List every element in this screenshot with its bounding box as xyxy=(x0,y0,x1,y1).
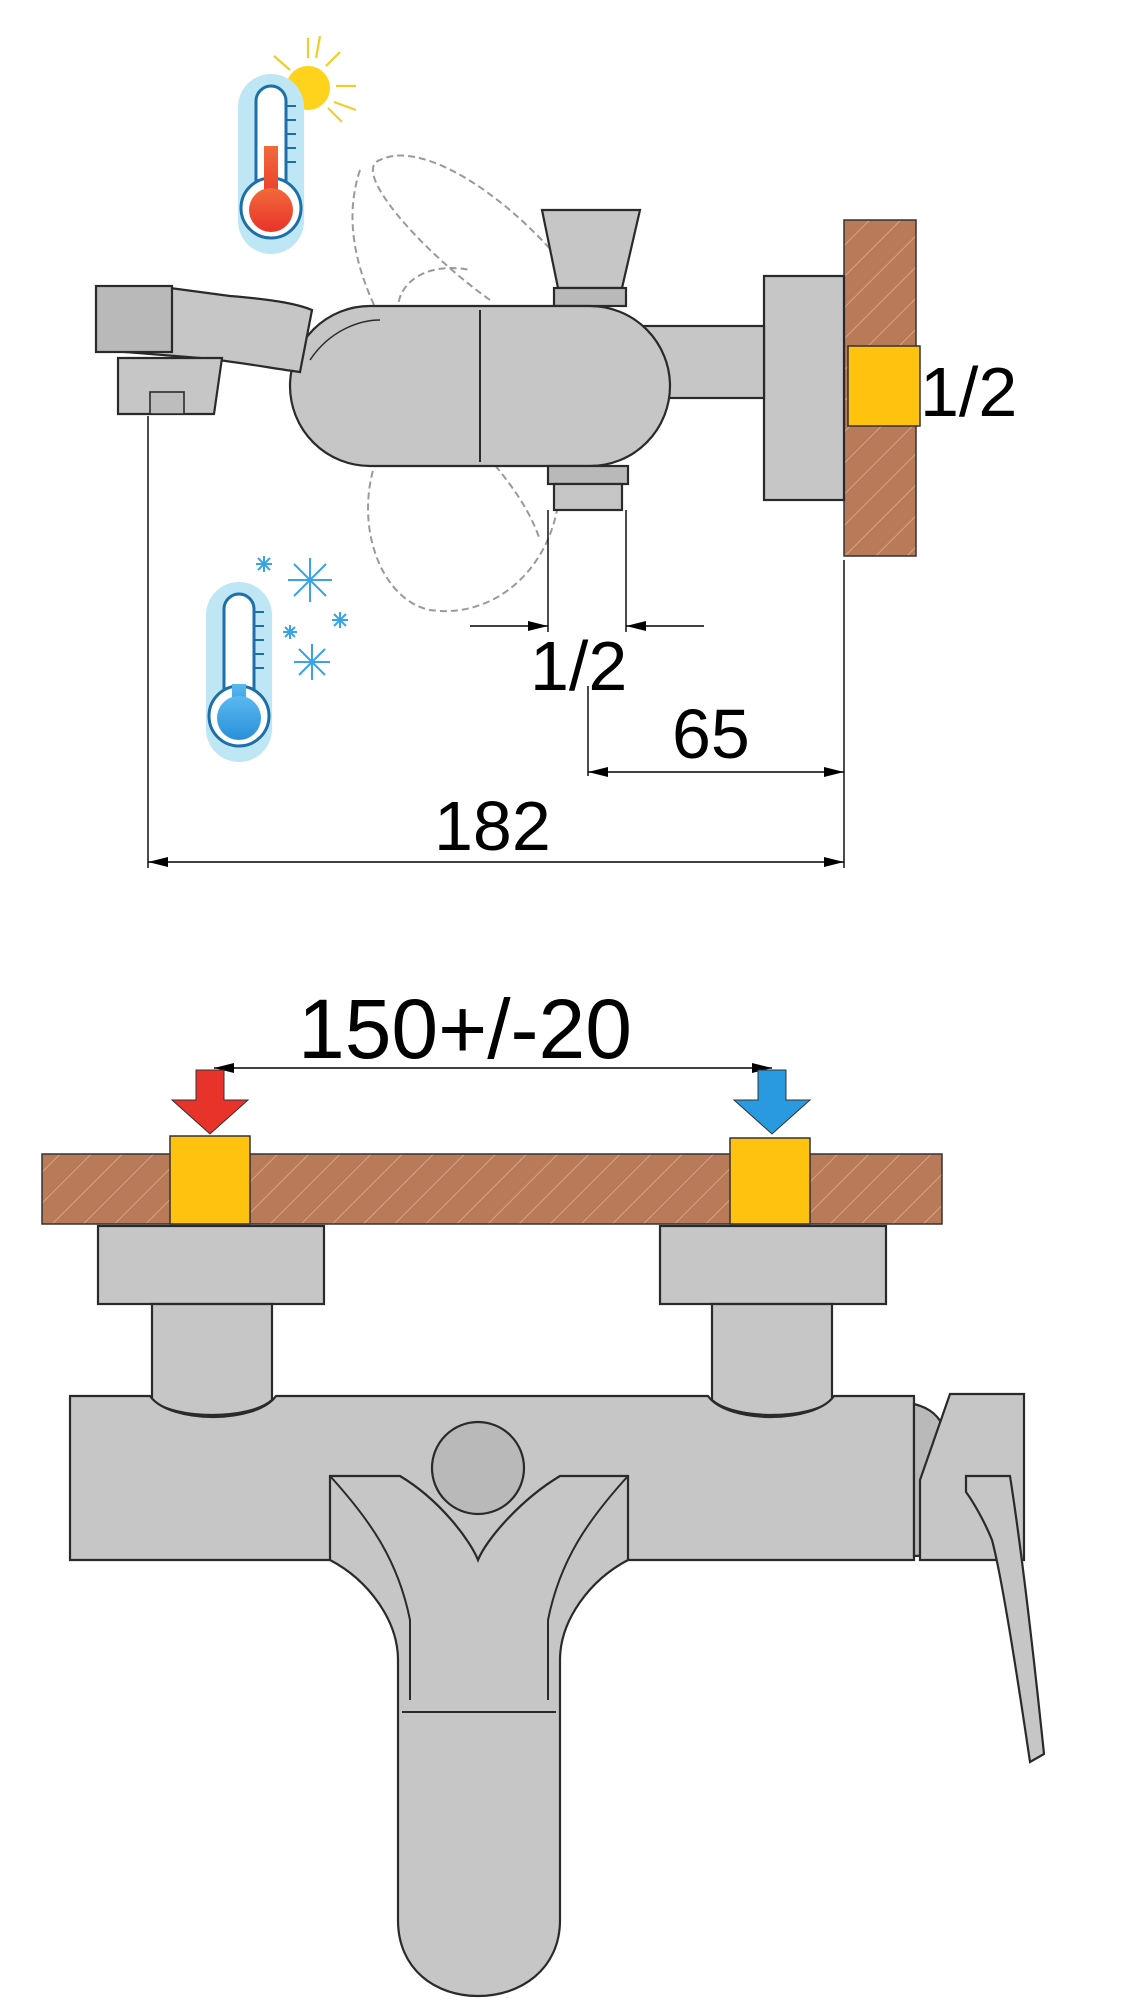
hot-thermometer-icon xyxy=(238,35,357,254)
diverter-knob-front[interactable] xyxy=(430,1420,526,1516)
cold-inlet-fitting xyxy=(729,1137,811,1225)
spout-tip-side xyxy=(94,284,174,354)
diverter-outlet-side xyxy=(546,464,630,486)
right-flange-front xyxy=(658,1224,888,1306)
left-connector-front xyxy=(150,1302,274,1417)
blue-down-arrow xyxy=(732,1069,812,1135)
wall-fitting-side xyxy=(847,345,921,427)
outlet-thread-label: 1/2 xyxy=(530,627,627,705)
dimension-lines-side xyxy=(147,416,845,868)
cold-thermometer-icon xyxy=(206,556,348,762)
red-down-arrow xyxy=(170,1069,250,1135)
dim-inlet-spacing-label: 150+/-20 xyxy=(298,982,632,1076)
snowflake-icon xyxy=(256,556,348,680)
left-flange-front xyxy=(96,1224,326,1306)
cartridge-collar-side xyxy=(552,286,628,308)
cartridge-cap-side xyxy=(540,208,642,290)
front-view: 150+/-20 xyxy=(41,982,1046,1998)
dim-outlet-offset-label: 65 xyxy=(672,695,750,773)
side-view: 1/2 1/2 65 182 xyxy=(94,35,1017,868)
wall-flange-side xyxy=(762,274,846,502)
inlet-thread-label: 1/2 xyxy=(920,353,1017,431)
spout-front xyxy=(328,1474,630,1998)
dim-total-length-label: 182 xyxy=(434,787,551,865)
aerator-side xyxy=(116,356,224,416)
right-connector-front xyxy=(710,1302,834,1417)
hot-inlet-fitting xyxy=(169,1135,251,1225)
